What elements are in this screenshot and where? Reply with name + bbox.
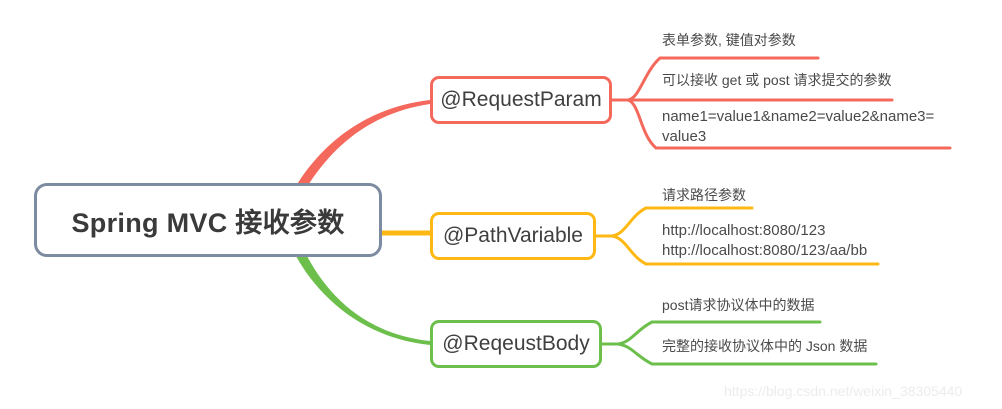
leaf-request-param-2[interactable]: 可以接收 get 或 post 请求提交的参数 — [662, 72, 892, 88]
branch-label-path-variable: @PathVariable — [442, 224, 583, 247]
leaf-request-param-1[interactable]: 表单参数, 键值对参数 — [662, 32, 796, 48]
leaf-request-body-1[interactable]: post请求协议体中的数据 — [662, 297, 815, 313]
branch-node-path-variable[interactable]: @PathVariable — [430, 212, 596, 260]
root-node[interactable]: Spring MVC 接收参数 — [34, 183, 382, 257]
leaf-path-variable-1[interactable]: 请求路径参数 — [662, 187, 746, 203]
connector-root-to-request-param — [296, 100, 430, 190]
branch-label-request-param: @RequestParam — [440, 88, 602, 111]
root-node-label: Spring MVC 接收参数 — [71, 207, 345, 238]
branch-node-request-body[interactable]: @ReqeustBody — [430, 320, 602, 368]
leaf-request-body-2[interactable]: 完整的接收协议体中的 Json 数据 — [662, 338, 868, 354]
watermark: https://blog.csdn.net/weixin_38305440 — [724, 383, 963, 399]
branch-node-request-param[interactable]: @RequestParam — [430, 76, 612, 124]
leaf-request-param-3[interactable]: name1=value1&name2=value2&name3= value3 — [662, 108, 935, 146]
connector-root-to-request-body — [296, 252, 430, 345]
leaf-path-variable-2[interactable]: http://localhost:8080/123 http://localho… — [662, 222, 868, 260]
branch-label-request-body: @ReqeustBody — [442, 332, 590, 355]
